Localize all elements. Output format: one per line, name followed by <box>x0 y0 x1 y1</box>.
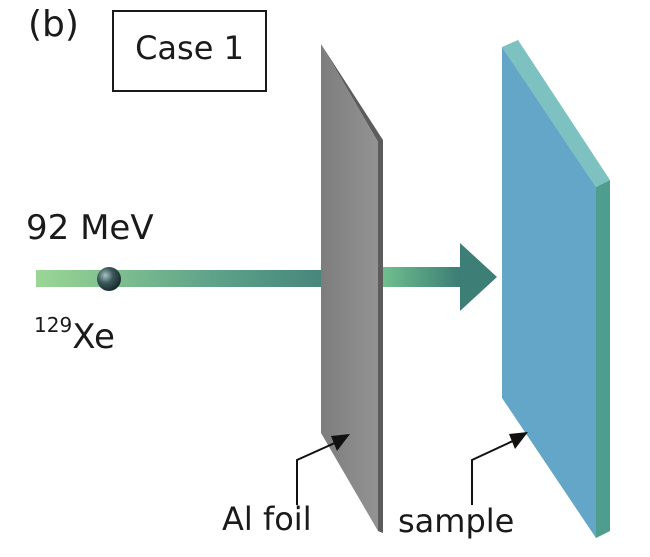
ion-label: 129Xe <box>34 313 115 357</box>
xe-ion-ball <box>97 267 121 291</box>
al-foil <box>321 44 378 531</box>
al-foil-label: Al foil <box>222 500 312 538</box>
case-label-box: Case 1 <box>112 10 267 92</box>
sample-pointer-line <box>471 439 516 505</box>
sample-front-face <box>502 47 596 538</box>
ion-mass-number: 129 <box>34 313 73 337</box>
foil-pointer-line <box>296 441 338 505</box>
sample-label: sample <box>398 502 515 540</box>
sample-top-face <box>502 40 610 187</box>
panel-label: (b) <box>28 4 79 45</box>
ion-symbol: Xe <box>72 317 115 357</box>
beam-energy-label: 92 MeV <box>26 208 154 248</box>
transmitted-beam <box>383 267 461 287</box>
beam-arrow-head <box>460 243 497 311</box>
case-label: Case 1 <box>135 29 244 67</box>
foil-pointer-arrowhead <box>331 434 350 451</box>
sample-pointer-arrowhead <box>509 432 528 449</box>
incident-ion-beam <box>36 270 352 287</box>
sample-side-face <box>596 180 610 538</box>
